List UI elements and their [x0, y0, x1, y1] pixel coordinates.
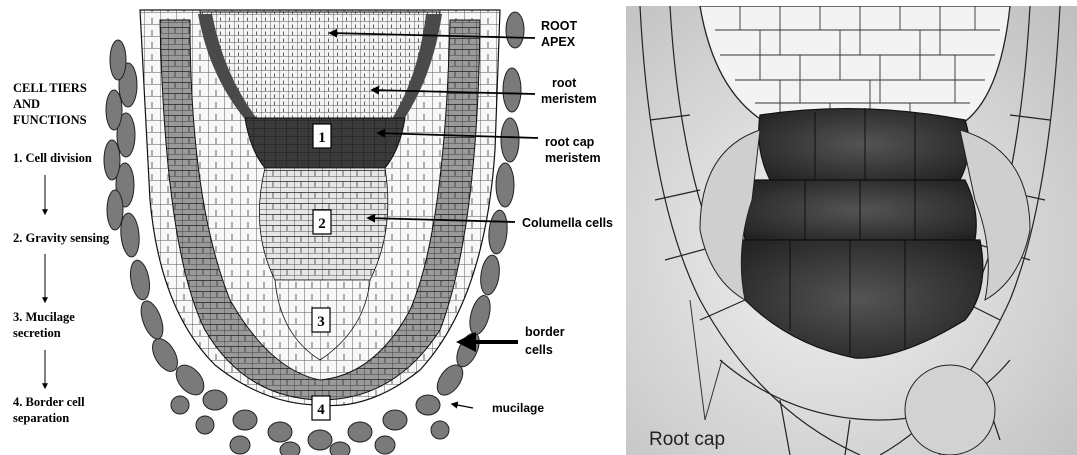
border-cell [383, 410, 407, 430]
tier-number-4: 4 [312, 396, 330, 420]
border-cells-label-2: cells [525, 343, 553, 357]
root-apex-label-2: APEX [541, 35, 576, 49]
columella-tier-1 [759, 109, 969, 180]
svg-text:3: 3 [317, 314, 325, 330]
svg-text:2: 2 [318, 216, 326, 232]
border-cell [466, 293, 494, 336]
border-cell [137, 298, 168, 342]
border-cell [487, 209, 509, 254]
root-cap-label: Root cap [649, 429, 725, 450]
heading-line-3: FUNCTIONS [13, 113, 87, 127]
root-meristem-label-2: meristem [541, 92, 597, 106]
border-cell [280, 442, 300, 455]
function-4-line-1: 4. Border cell [13, 395, 85, 409]
border-cell [268, 422, 292, 442]
cell-tiers-heading: CELL TIERS AND FUNCTIONS [13, 81, 87, 127]
tier-number-2: 2 [313, 210, 331, 234]
mucilage-arrow [452, 404, 473, 408]
root-diagram: 1 2 3 4 [104, 10, 524, 455]
border-cell [416, 395, 440, 415]
border-cell [330, 442, 350, 455]
border-cell [478, 254, 501, 296]
border-cell [203, 390, 227, 410]
cap-cell-bulge [905, 365, 995, 455]
function-3-line-1: 3. Mucilage [13, 310, 75, 324]
function-3-line-2: secretion [13, 326, 61, 340]
border-cell [104, 140, 120, 180]
root-cap-illustration: Root cap [626, 6, 1077, 455]
border-cell [230, 436, 250, 454]
function-list: 1. Cell division 2. Gravity sensing 3. M… [13, 151, 110, 425]
border-cell [106, 90, 122, 130]
border-cell [196, 416, 214, 434]
border-cell [431, 421, 449, 439]
svg-text:1: 1 [318, 130, 326, 146]
border-cell [506, 12, 524, 48]
function-1: 1. Cell division [13, 151, 92, 165]
root-cap-meristem-label-1: root cap [545, 135, 595, 149]
border-cell [503, 68, 521, 112]
svg-text:4: 4 [317, 402, 325, 418]
root-meristem-label-1: root [552, 76, 577, 90]
border-cell [348, 422, 372, 442]
heading-line-2: AND [13, 97, 40, 111]
border-cell [171, 396, 189, 414]
border-cells-label-1: border [525, 325, 565, 339]
root-cap-meristem-label-2: meristem [545, 151, 601, 165]
border-cell [110, 40, 126, 80]
border-cell [233, 410, 257, 430]
border-cell [308, 430, 332, 450]
border-cell [496, 163, 514, 207]
mucilage-label: mucilage [492, 401, 544, 415]
border-cell [107, 190, 123, 230]
tier-number-1: 1 [313, 124, 331, 148]
root-apex-label-1: ROOT [541, 19, 577, 33]
meristem-cells [700, 6, 1010, 125]
function-4-line-2: separation [13, 411, 69, 425]
border-cell [452, 330, 484, 370]
columella-cells-label: Columella cells [522, 216, 613, 230]
heading-line-1: CELL TIERS [13, 81, 87, 95]
border-cell [128, 259, 153, 302]
border-cell [501, 118, 519, 162]
tier-number-3: 3 [312, 308, 330, 332]
border-cell [375, 436, 395, 454]
function-2: 2. Gravity sensing [13, 231, 110, 245]
